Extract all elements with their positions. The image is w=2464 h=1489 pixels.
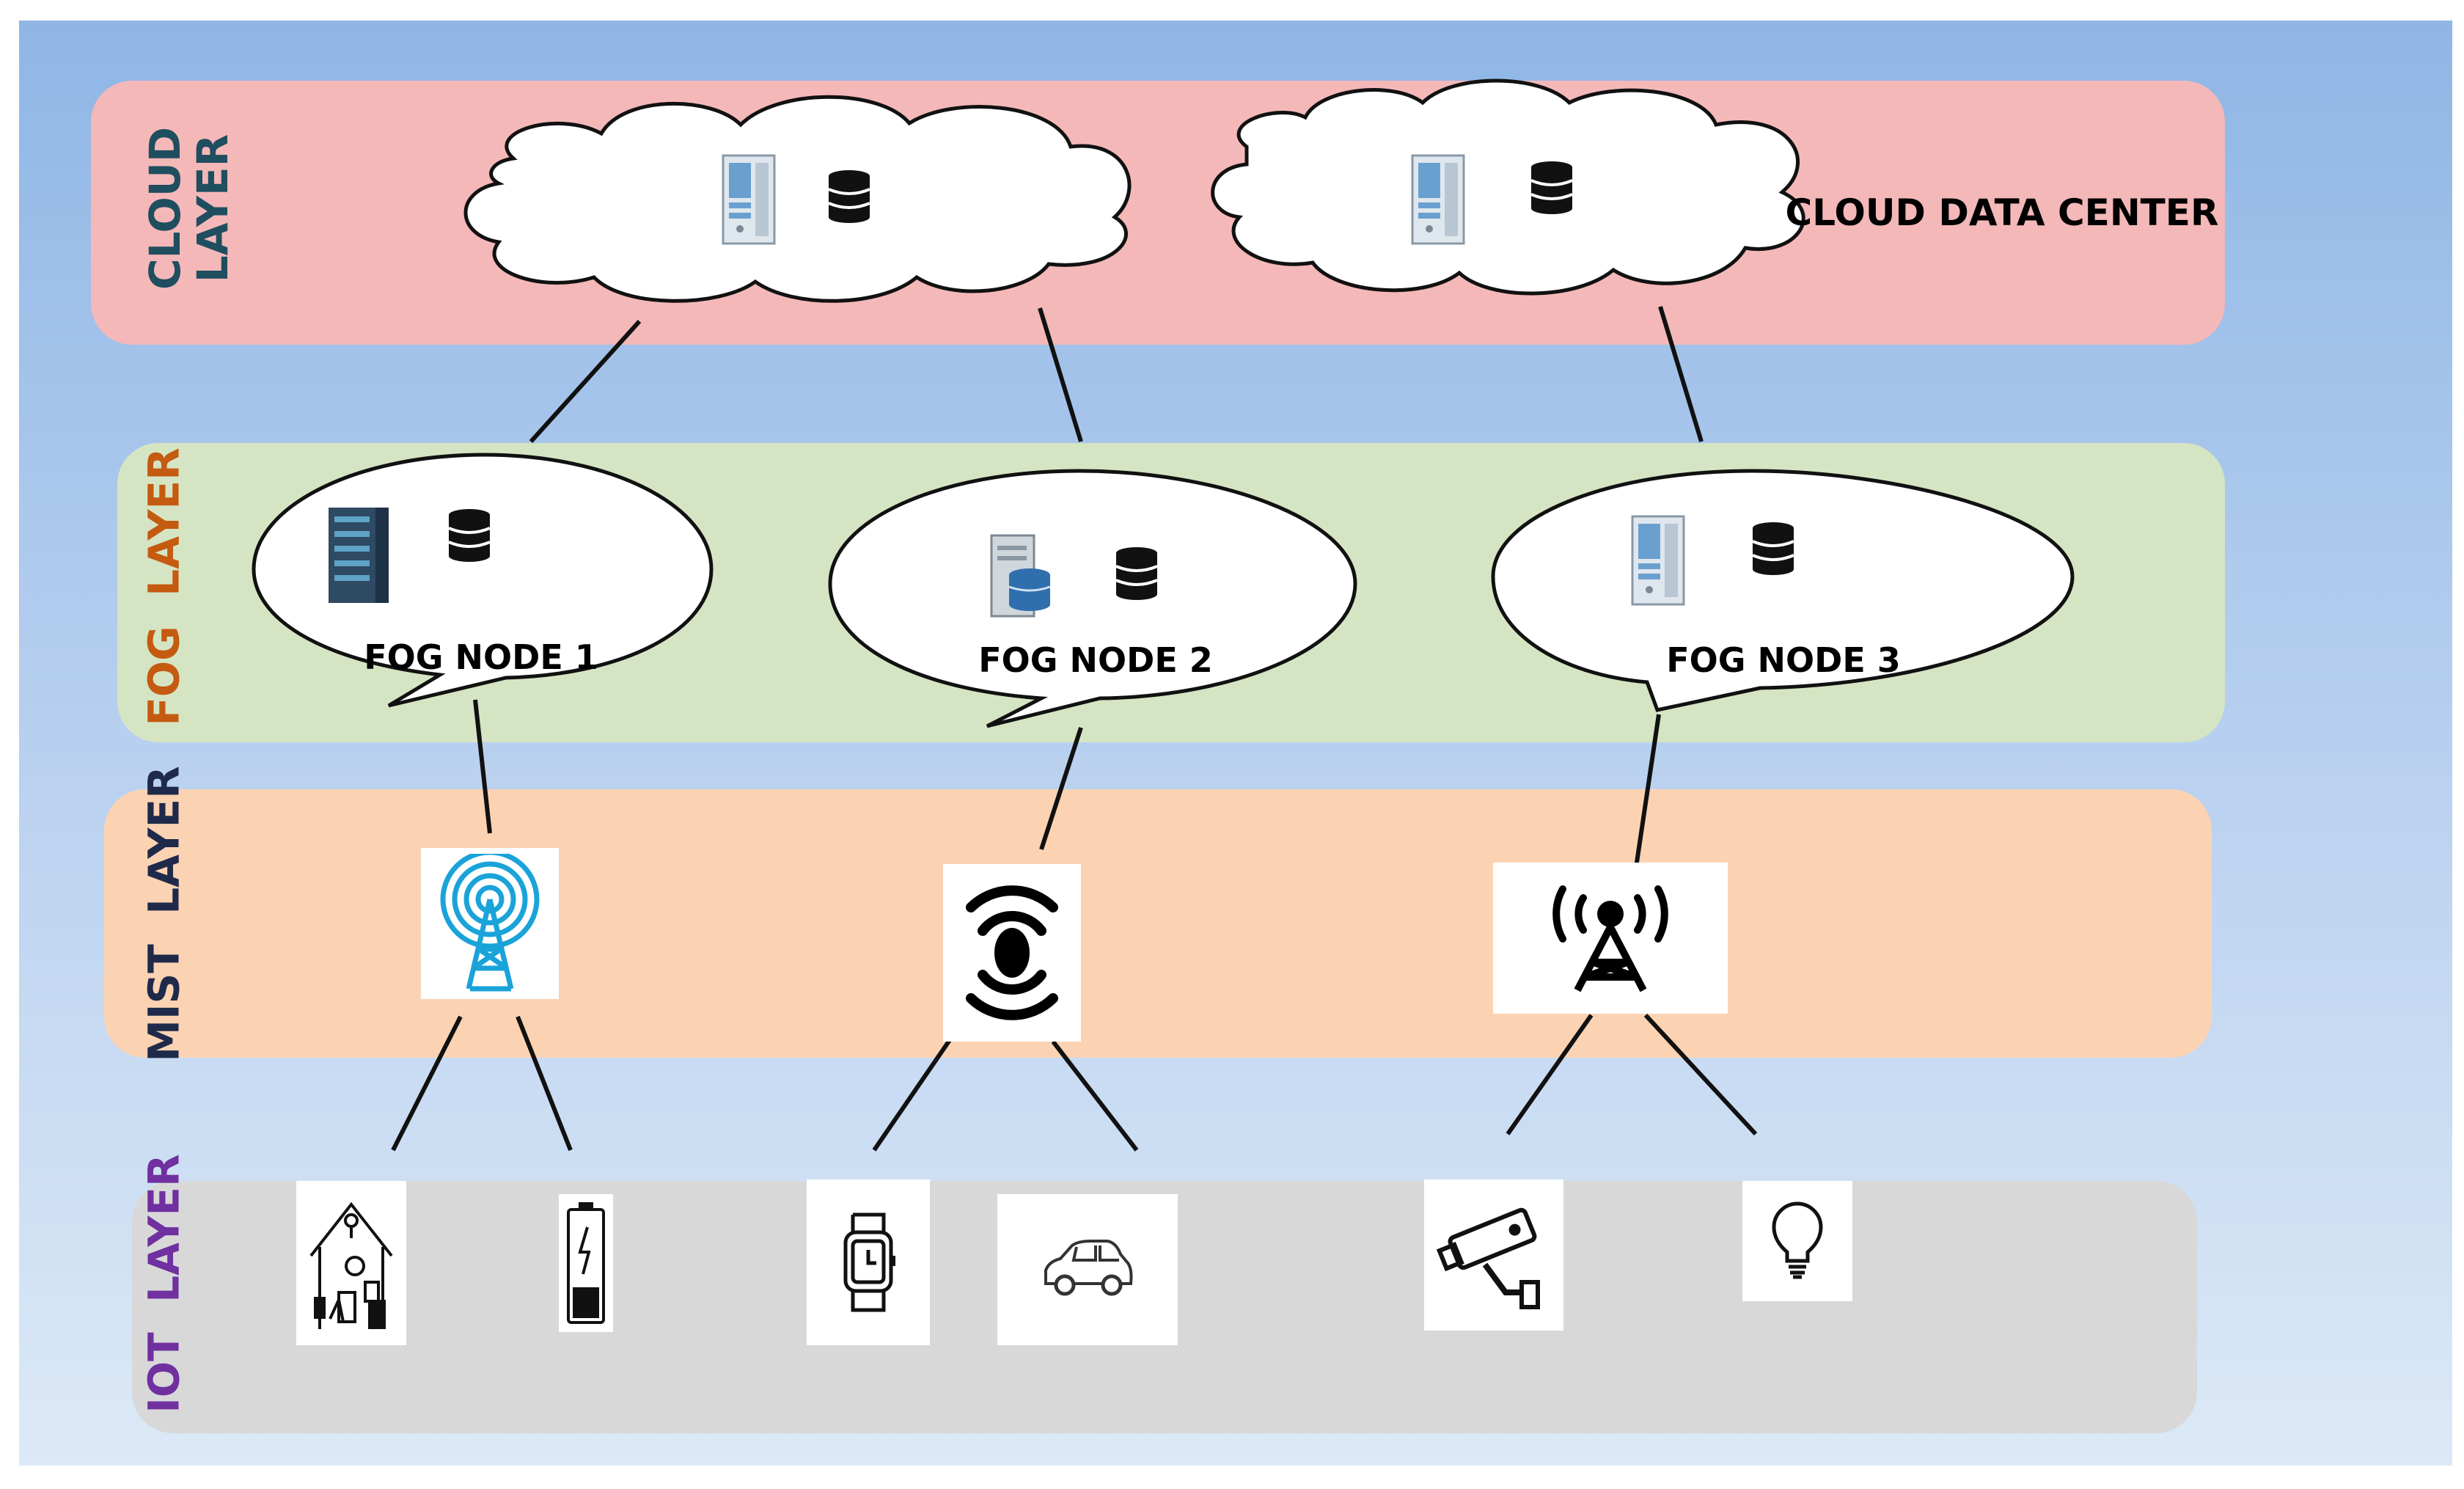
database-icon (827, 169, 871, 224)
cloud-data-center-2 (1211, 78, 1805, 296)
fog-node-3-label: FOG NODE 3 (1666, 640, 1901, 680)
fog-node-1-bubble (252, 453, 714, 708)
link-fog1-mist1 (473, 699, 492, 834)
wireless-tower-icon (421, 848, 559, 999)
car-icon (997, 1194, 1178, 1345)
link-mist3-iot6 (1643, 1013, 1758, 1136)
server-database-icon (990, 534, 1051, 618)
link-mist2-iot4 (1051, 1040, 1139, 1152)
smartwatch-icon (807, 1179, 930, 1345)
database-icon (447, 508, 491, 563)
server-icon (722, 154, 776, 245)
database-icon (1115, 546, 1159, 601)
server-icon (1411, 154, 1465, 245)
cloud-layer-band (91, 81, 2225, 345)
fog-node-3-bubble (1491, 469, 2075, 712)
link-fog3-mist3 (1630, 714, 1661, 893)
cctv-camera-icon (1424, 1179, 1563, 1331)
database-icon (1530, 160, 1574, 216)
fog-node-2-label: FOG NODE 2 (978, 640, 1213, 680)
signal-emitter-icon (943, 864, 1081, 1042)
fog-node-2-bubble (828, 469, 1357, 728)
database-icon (1751, 521, 1795, 577)
server-icon (1631, 515, 1685, 606)
broadcast-tower-icon (1493, 863, 1728, 1014)
link-mist1-iot2 (516, 1015, 573, 1152)
link-mist3-iot5 (1506, 1014, 1594, 1135)
cloud-data-center-label: CLOUD DATA CENTER (1785, 191, 2219, 234)
connector-lines (391, 306, 1758, 1152)
light-bulb-icon (1742, 1181, 1852, 1301)
link-cloud1-fog2 (1038, 307, 1083, 442)
link-cloud2-fog3 (1658, 306, 1704, 442)
cloud-data-center-1 (463, 95, 1132, 303)
link-mist2-iot3 (872, 1027, 960, 1152)
server-rack-icon (329, 508, 389, 603)
link-fog2-mist2 (1039, 727, 1083, 850)
link-cloud1-fog1 (529, 319, 642, 444)
link-mist1-iot1 (391, 1015, 463, 1152)
battery-icon (559, 1194, 613, 1332)
fog-node-1-label: FOG NODE 1 (364, 637, 598, 677)
smart-home-icon (296, 1181, 406, 1345)
